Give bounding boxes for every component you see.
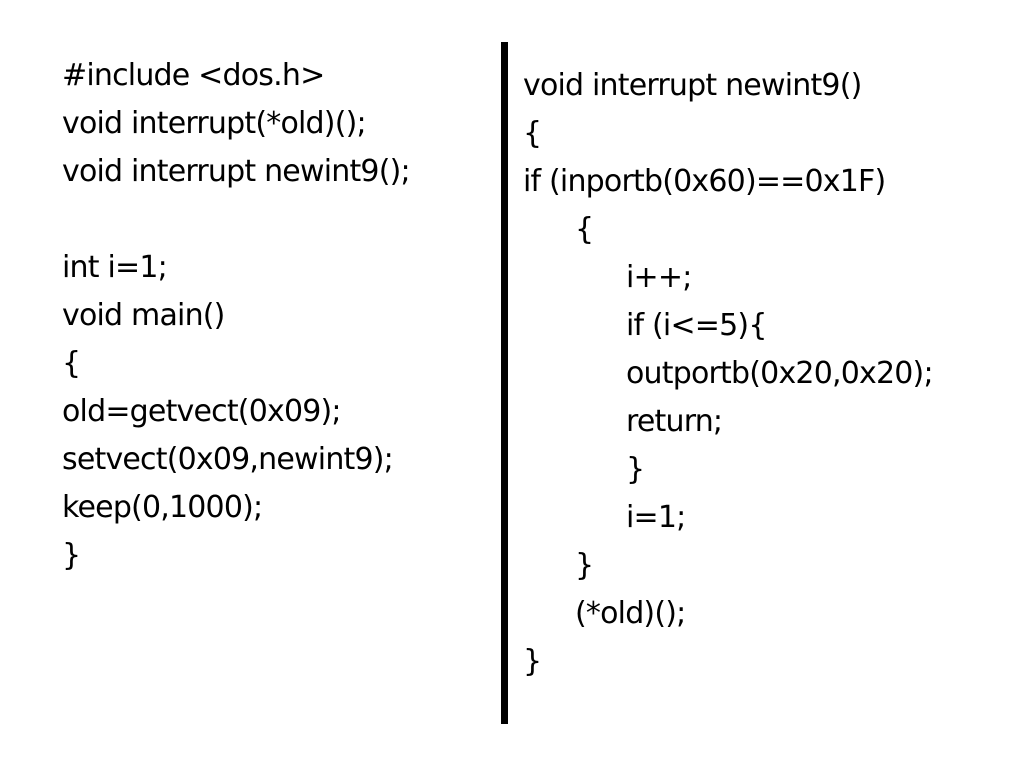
code-line-include: #include <dos.h> [62,58,325,93]
code-line-setvect: setvect(0x09,newint9); [62,442,394,477]
code-line-return: return; [626,404,723,439]
code-line-call-old: (*old)(); [575,596,686,631]
code-line-if-close-brace: } [575,548,594,583]
code-line-if-i-le-5: if (i<=5){ [626,308,767,343]
blank-line [62,196,494,244]
code-line-main-close-brace: } [62,538,81,573]
code-line-void-main: void main() [62,298,225,333]
code-line-main-open-brace: { [62,346,81,381]
code-line-handler-close-brace: } [523,644,542,679]
code-line-newint9-declaration: void interrupt newint9(); [62,154,411,189]
interrupt-handler-code-block: void interrupt newint9() { if (inportb(0… [523,62,1013,686]
code-line-keep: keep(0,1000); [62,490,263,525]
column-divider [501,42,508,724]
code-line-increment: i++; [626,260,692,295]
main-program-code-block: #include <dos.h> void interrupt(*old)();… [62,52,494,580]
code-line-int-i: int i=1; [62,250,168,285]
code-line-outportb: outportb(0x20,0x20); [626,356,934,391]
code-line-reset-i: i=1; [626,500,686,535]
code-line-if-open-brace: { [575,212,594,247]
code-line-getvect: old=getvect(0x09); [62,394,342,429]
code-line-inner-close-brace: } [626,452,645,487]
code-line-handler-open-brace: { [523,116,542,151]
code-line-inportb-check: if (inportb(0x60)==0x1F) [523,164,886,199]
code-line-old-declaration: void interrupt(*old)(); [62,106,367,141]
code-line-handler-signature: void interrupt newint9() [523,68,862,103]
